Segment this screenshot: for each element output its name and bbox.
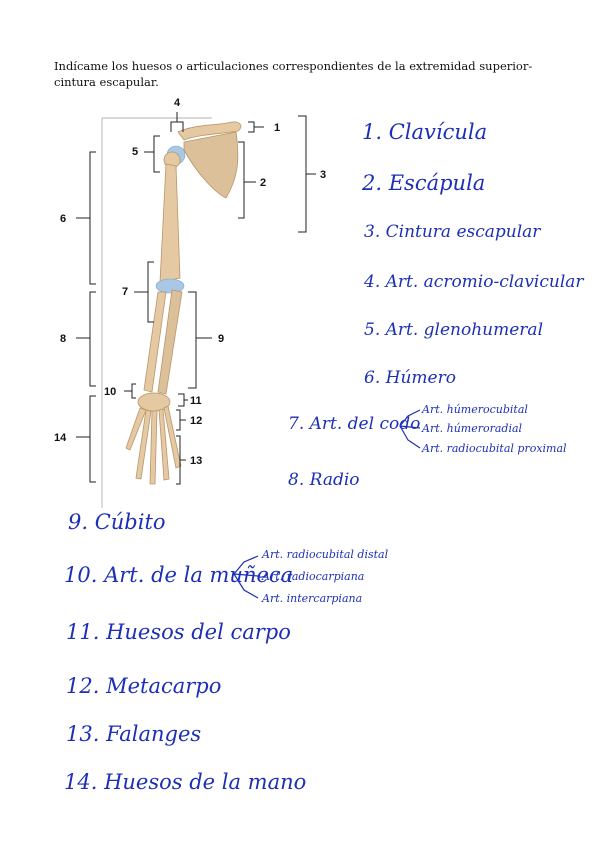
answer-7-sub-2: Art. húmeroradial	[422, 422, 522, 435]
answer-10-sub-3: Art. intercarpiana	[262, 592, 362, 605]
answer-10-sub-2: Art. radiocarpiana	[262, 570, 364, 583]
elbow-joint-cartilage	[156, 279, 184, 293]
figure-number-6: 6	[60, 213, 66, 225]
answer-2: 2. Escápula	[362, 171, 485, 195]
figure-number-12: 12	[190, 415, 202, 427]
figure-number-9: 9	[218, 333, 224, 345]
answer-5: 5. Art. glenohumeral	[364, 320, 543, 340]
answer-4: 4. Art. acromio-clavicular	[364, 272, 584, 292]
answer-13: 13. Falanges	[66, 722, 201, 746]
answer-11: 11. Huesos del carpo	[66, 620, 291, 644]
answer-8: 8. Radio	[288, 470, 360, 490]
answer-1: 1. Clavícula	[362, 120, 487, 144]
answer-14: 14. Huesos de la mano	[64, 770, 306, 794]
figure-number-11: 11	[190, 395, 202, 407]
figure-number-5: 5	[132, 146, 138, 158]
answer-3: 3. Cintura escapular	[364, 222, 540, 242]
answer-12: 12. Metacarpo	[66, 674, 221, 698]
humerus-bone	[160, 164, 180, 282]
answer-10-sub-1: Art. radiocubital distal	[262, 548, 388, 561]
figure-number-3: 3	[320, 169, 326, 181]
figure-number-2: 2	[260, 177, 266, 189]
answer-6: 6. Húmero	[364, 368, 456, 388]
answer-10: 10. Art. de la muñeca	[64, 563, 293, 587]
answer-9: 9. Cúbito	[68, 510, 166, 534]
answer-7-sub-3: Art. radiocubital proximal	[422, 442, 567, 455]
scapula-bone	[184, 132, 238, 198]
answer-7: 7. Art. del codo	[288, 414, 420, 434]
answer-7-sub-1: Art. húmerocubital	[422, 403, 528, 416]
hand-bones	[126, 406, 181, 484]
figure-number-10: 10	[104, 386, 116, 398]
figure-number-13: 13	[190, 455, 202, 467]
figure-number-1: 1	[274, 122, 280, 134]
figure-number-4: 4	[174, 97, 181, 109]
figure-number-8: 8	[60, 333, 66, 345]
figure-number-7: 7	[122, 286, 128, 298]
figure-number-14: 14	[54, 432, 67, 444]
